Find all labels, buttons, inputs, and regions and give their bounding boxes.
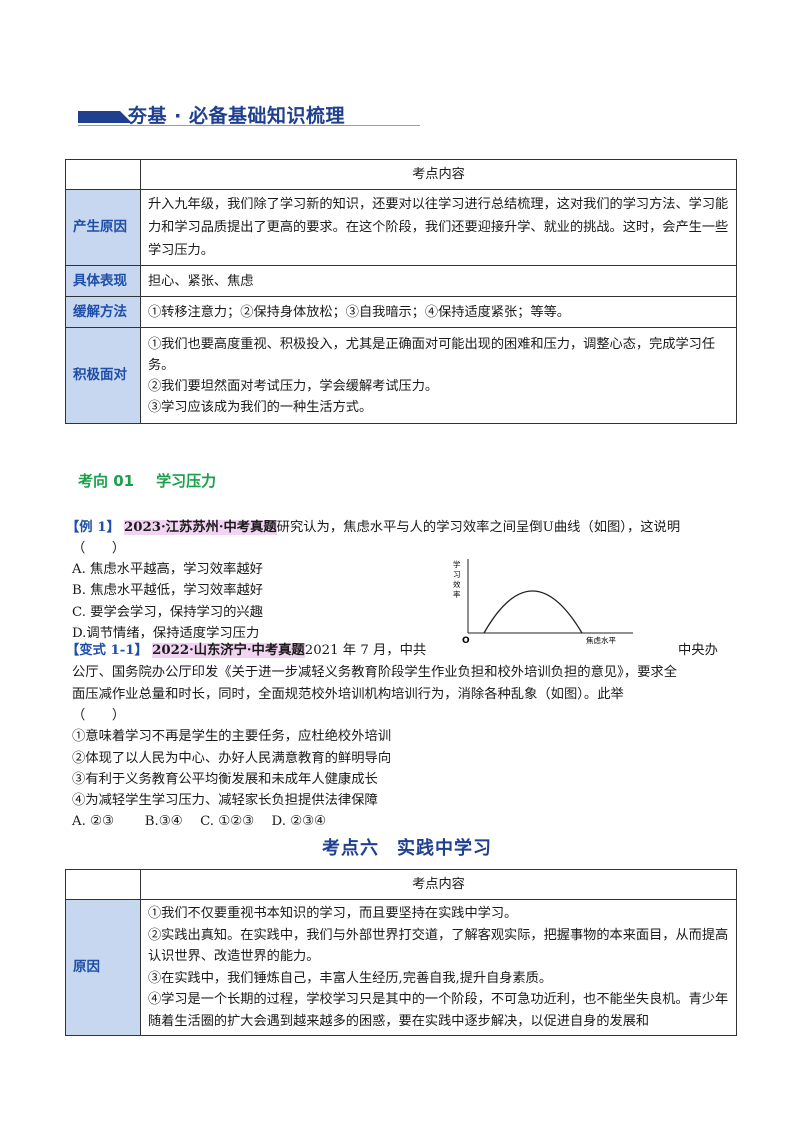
example-source: 2023·江苏苏州·中考真题 <box>124 520 277 535</box>
variant-stem-3: 面压减作业总量和时长，同时，全面规范校外培训机构培训行为，消除各种乱象（如图）。… <box>72 687 624 702</box>
option-b[interactable]: B. 焦虑水平越低，学习效率越好 <box>72 583 264 598</box>
header-title: 夯基 · 必备基础知识梳理 <box>128 105 345 127</box>
variant-item: ①意味着学习不再是学生的主要任务，应杜绝校外培训 <box>72 729 392 744</box>
answer-blank: （ ） <box>72 541 126 556</box>
variant-item: ③有利于义务教育公平均衡发展和未成年人健康成长 <box>72 772 378 787</box>
row-label: 产生原因 <box>65 189 141 266</box>
row-text: ①转移注意力；②保持身体放松；③自我暗示；④保持适度紧张；等等。 <box>140 296 737 328</box>
table-head-cell: 考点内容 <box>140 869 737 900</box>
row-line: ①我们也要高度重视、积极投入，尤其是正确面对可能出现的困难和压力，调整心态，完成… <box>148 336 716 373</box>
table-row: 积极面对 ①我们也要高度重视、积极投入，尤其是正确面对可能出现的困难和压力，调整… <box>65 327 737 424</box>
inverted-u-curve <box>483 590 583 634</box>
row-label: 缓解方法 <box>65 296 141 328</box>
table-row: 具体表现 担心、紧张、焦虑 <box>65 265 737 297</box>
table-corner-cell <box>65 159 141 190</box>
variant-item: ②体现了以人民为中心、办好人民满意教育的鲜明导向 <box>72 751 392 766</box>
row-text: ①我们也要高度重视、积极投入，尤其是正确面对可能出现的困难和压力，调整心态，完成… <box>140 327 737 424</box>
origin-label: O <box>462 636 470 645</box>
row-line: ③在实践中，我们锤炼自己，丰富人生经历,完善自我,提升自身素质。 <box>148 970 553 986</box>
header-decoration-bar <box>78 111 132 123</box>
section-number: 考点六 <box>322 838 379 859</box>
inverted-u-figure: 学 习 效 率 O 焦虑水平 <box>453 559 633 645</box>
option-d[interactable]: D.调节情绪，保持适度学习压力 <box>72 626 260 641</box>
row-label: 原因 <box>65 899 141 1036</box>
y-axis-label-1: 学 <box>453 559 461 569</box>
example-stem: 【例 1】 2023·江苏苏州·中考真题研究认为，焦虑水平与人的学习效率之间呈倒… <box>66 517 680 538</box>
row-line: ③学习应该成为我们的一种生活方式。 <box>148 399 373 415</box>
variant-stem-1a: 2021 年 7 月，中共 <box>304 643 427 658</box>
section-title: 考点六实践中学习 <box>322 834 492 860</box>
section-name: 实践中学习 <box>397 838 492 859</box>
row-line: ①我们不仅要重视书本知识的学习，而且要坚持在实践中学习。 <box>148 906 518 921</box>
variant-answer-options[interactable]: A. ②③ B.③④ C. ①②③ D. ②③④ <box>72 814 326 829</box>
example-tag: 【例 1】 <box>66 520 120 535</box>
row-label: 具体表现 <box>65 265 141 297</box>
variant-stem-1b: 中央办 <box>678 643 718 658</box>
row-line: ④学习是一个长期的过程，学校学习只是其中的一个阶段，不可急功近利，也不能坐失良机… <box>148 992 729 1029</box>
option-c[interactable]: C. 要学会学习，保持学习的兴趣 <box>72 605 264 620</box>
knowledge-table-2: 考点内容 原因 ①我们不仅要重视书本知识的学习，而且要坚持在实践中学习。 ②实践… <box>65 869 737 1036</box>
y-axis-label-3: 效 <box>453 579 461 589</box>
option-a[interactable]: A. 焦虑水平越高，学习效率越好 <box>72 562 263 577</box>
variant-tag: 【变式 1-1】 <box>66 643 148 658</box>
row-text: 担心、紧张、焦虑 <box>140 265 737 297</box>
answer-blank: （ ） <box>72 708 126 723</box>
variant-stem-2: 公厅、国务院办公厅印发《关于进一步减轻义务教育阶段学生作业负担和校外培训负担的意… <box>72 665 678 680</box>
row-text: ①我们不仅要重视书本知识的学习，而且要坚持在实践中学习。 ②实践出真知。在实践中… <box>140 899 737 1036</box>
x-axis-label: 焦虑水平 <box>586 635 616 645</box>
variant-source: 2022·山东济宁·中考真题 <box>152 643 305 658</box>
table-row: 缓解方法 ①转移注意力；②保持身体放松；③自我暗示；④保持适度紧张；等等。 <box>65 296 737 328</box>
section-number: 考向 01 <box>78 472 135 490</box>
y-axis-label-2: 习 <box>453 570 461 579</box>
knowledge-table-1: 考点内容 产生原因 升入九年级，我们除了学习新的知识，还要对以往学习进行总结梳理… <box>65 159 737 424</box>
table-header-row: 考点内容 <box>65 159 737 190</box>
header-underline <box>78 125 420 126</box>
section-title: 考向 01 学习压力 <box>78 470 216 491</box>
row-line: ②我们要坦然面对考试压力，学会缓解考试压力。 <box>148 378 439 394</box>
table-head-cell: 考点内容 <box>140 159 737 190</box>
row-label: 积极面对 <box>65 327 141 424</box>
table-corner-cell <box>65 869 141 900</box>
example-stem-text: 研究认为，焦虑水平与人的学习效率之间呈倒U曲线（如图），这说明 <box>276 520 681 535</box>
section-name: 学习压力 <box>156 472 217 490</box>
row-line: ②实践出真知。在实践中，我们与外部世界打交道，了解客观实际，把握事物的本来面目，… <box>148 927 729 965</box>
row-text: 升入九年级，我们除了学习新的知识，还要对以往学习进行总结梳理，这对我们的学习方法… <box>140 189 737 266</box>
variant-stem: 【变式 1-1】 2022·山东济宁·中考真题2021 年 7 月，中共 <box>66 640 426 661</box>
table-row: 原因 ①我们不仅要重视书本知识的学习，而且要坚持在实践中学习。 ②实践出真知。在… <box>65 899 737 1036</box>
y-axis-label-4: 率 <box>453 589 461 599</box>
variant-item: ④为减轻学生学习压力、减轻家长负担提供法律保障 <box>72 793 378 808</box>
table-row: 产生原因 升入九年级，我们除了学习新的知识，还要对以往学习进行总结梳理，这对我们… <box>65 189 737 266</box>
table-header-row: 考点内容 <box>65 869 737 900</box>
